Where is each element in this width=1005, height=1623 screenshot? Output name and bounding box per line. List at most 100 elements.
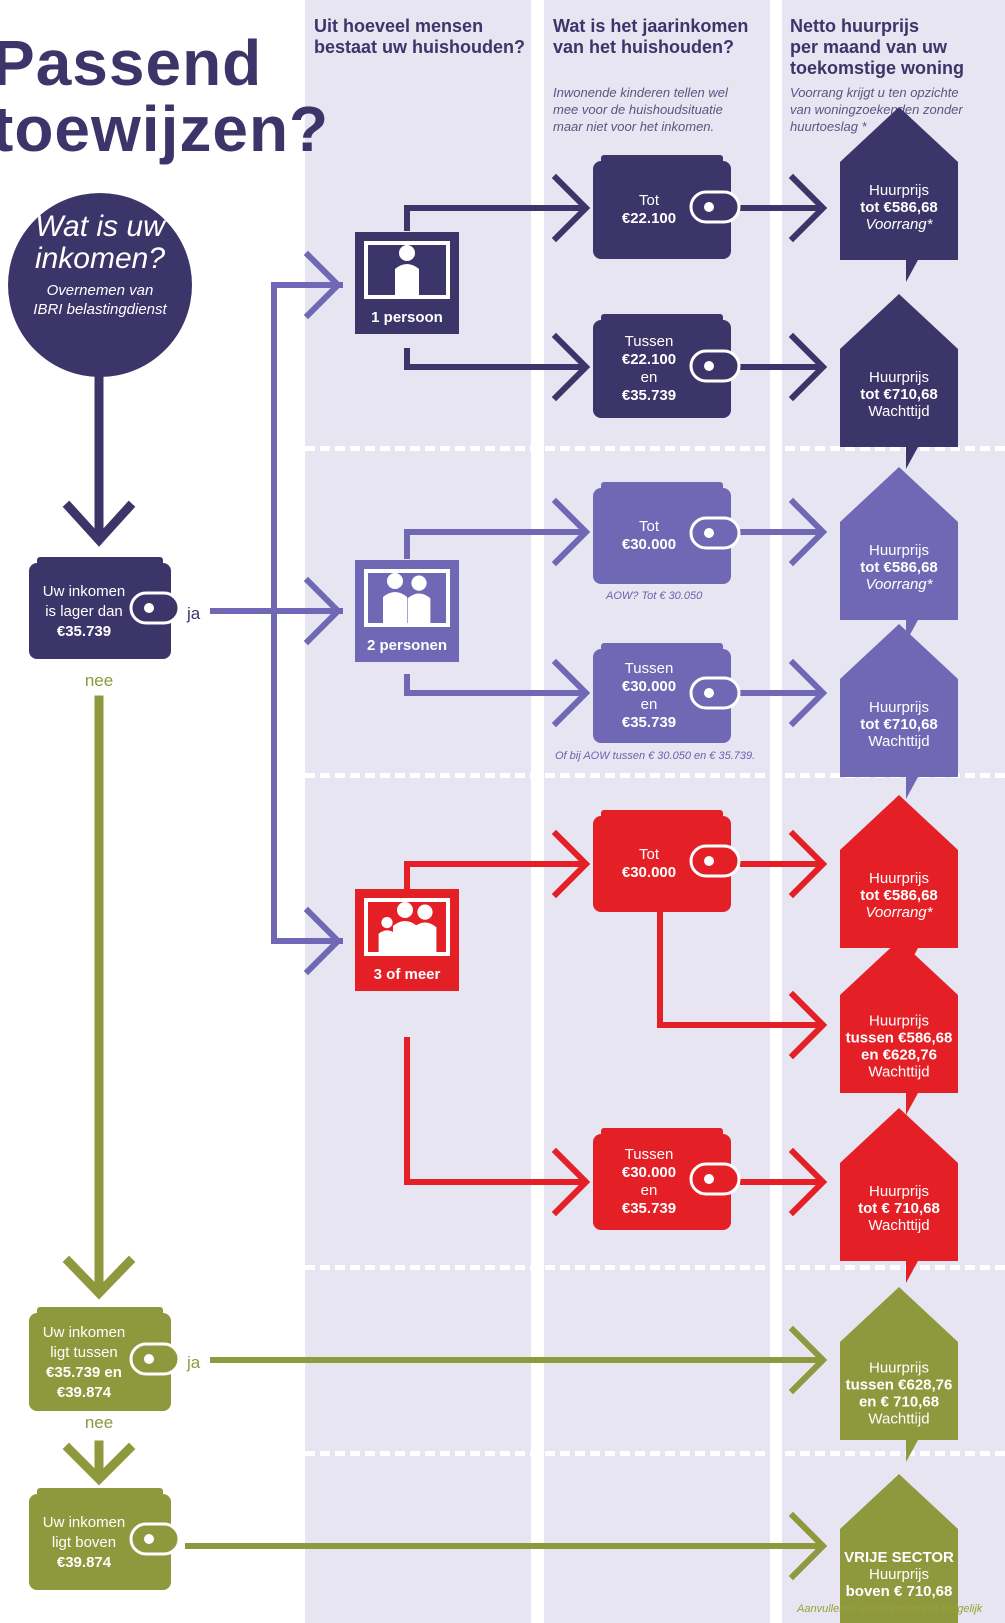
rent-column-note: Voorrang krijgt u ten opzichte van wonin… (790, 84, 963, 135)
section-divider (305, 1451, 1005, 1456)
income-column-note: Inwonende kinderen tellen wel mee voor d… (553, 84, 728, 135)
start-subtitle: Overnemen van IBRI belastingdienst (8, 281, 192, 319)
wallet-clasp (689, 516, 741, 550)
yes-label: ja (186, 604, 201, 623)
shape-text-line: boven € 710,68 (846, 1583, 953, 1600)
wallet-body (593, 816, 731, 912)
shape-text-line: Huurprijs (869, 369, 929, 386)
shape-text-line: €30.000 (622, 1164, 676, 1181)
income-wallet: Tot€30.000 (593, 482, 741, 584)
section-divider (305, 446, 1005, 451)
wallet-top (601, 810, 723, 820)
shape-text-line: Huurprijs (869, 699, 929, 716)
house-shape (840, 1287, 958, 1462)
shape-text-line: Wachttijd (868, 1217, 929, 1234)
heading-line: bestaat uw huishouden? (314, 37, 526, 57)
shape-text-line: Wachttijd (868, 1064, 929, 1081)
rent-column-heading: Netto huurprijs per maand van uw toekoms… (790, 16, 964, 79)
single-person-icon (395, 245, 419, 295)
shape-text-line: Tot (639, 846, 660, 863)
couple-icon (383, 573, 431, 623)
section-divider (305, 1265, 1005, 1270)
family-icon (378, 902, 437, 952)
wallet-body (29, 1313, 171, 1411)
house-shape (840, 294, 958, 469)
shape-text-line: Wachttijd (868, 403, 929, 420)
wallet-clasp (689, 844, 741, 878)
shape-text-line: €30.000 (622, 864, 676, 881)
wallet-top (37, 557, 163, 567)
wallet-clasp (689, 349, 741, 383)
shape-text-line: tussen €586,68 (846, 1030, 953, 1047)
wallet-body (593, 1134, 731, 1230)
shape-text-line: Tot (639, 192, 660, 209)
shape-text-line: Voorrang* (866, 216, 934, 233)
shape-text-line: tot €586,68 (860, 887, 938, 904)
no-label: nee (85, 1413, 113, 1432)
household-box: 1 persoon (355, 232, 459, 334)
wallet-clasp (129, 591, 181, 625)
shape-text-line: Uw inkomen (43, 1324, 126, 1341)
shape-text-line: ligt tussen (50, 1344, 118, 1361)
wallet-clasp (689, 1162, 741, 1196)
no-label: nee (85, 671, 113, 690)
wallet-button (704, 856, 714, 866)
heading-line: toekomstige woning (790, 58, 965, 78)
shape-text-line: €35.739 en (46, 1364, 122, 1381)
shape-text-line: Uw inkomen (43, 583, 126, 600)
page-title-line-1: Passend (0, 27, 263, 99)
household-label: 2 personen (367, 637, 447, 654)
shape-text-line: €35.739 (622, 714, 676, 731)
wallet-top (601, 643, 723, 653)
shape-text-line: Huurprijs (869, 1013, 929, 1030)
note-line: huurtoeslag * (790, 119, 867, 134)
wallet-top (37, 1307, 163, 1317)
wallet-button (704, 361, 714, 371)
income-wallet: Tot€30.000 (593, 810, 741, 912)
shape-text-line: tot €586,68 (860, 199, 938, 216)
shape-text-line: en € 710,68 (859, 1394, 939, 1411)
wallet-clasp (129, 1522, 181, 1556)
house-shape (840, 795, 958, 970)
shape-text-line: Tussen (625, 1146, 674, 1163)
shape-text-line: tot €710,68 (860, 386, 938, 403)
note-line: maar niet voor het inkomen. (553, 119, 715, 134)
start-question: Wat is uw inkomen? (8, 211, 192, 275)
shape-text-line: ligt boven (52, 1534, 116, 1551)
shape-text-line: Uw inkomen (43, 1514, 126, 1531)
wallet-button (144, 1354, 154, 1364)
shape-text-line: €35.739 (622, 1200, 676, 1217)
shape-text-line: VRIJE SECTOR (844, 1549, 954, 1566)
heading-line: Netto huurprijs (790, 16, 919, 36)
note-line: mee voor de huishoudsituatie (553, 102, 723, 117)
wallet-body (29, 563, 171, 659)
aow-range-note: Of bij AOW tussen € 30.050 en € 35.739. (555, 750, 756, 762)
wallet-button (144, 1534, 154, 1544)
shape-text-line: Huurprijs (869, 1183, 929, 1200)
heading-line: van het huishouden? (553, 37, 735, 57)
wallet-body (593, 649, 731, 743)
note-line: Voorrang krijgt u ten opzichte (790, 85, 959, 100)
house-shape (840, 624, 958, 799)
income-wallet: Tot€22.100 (593, 155, 741, 259)
household-column-heading: Uit hoeveel mensen bestaat uw huishouden… (314, 16, 525, 58)
shape-text-line: Huurprijs (869, 182, 929, 199)
shape-text-line: Tussen (625, 333, 674, 350)
house-shape (840, 107, 958, 282)
wallet-top (601, 482, 723, 492)
start-subtitle-line: IBRI belastingdienst (33, 301, 167, 318)
note-line: Inwonende kinderen tellen wel (553, 85, 728, 100)
shape-text-line: en (641, 369, 658, 386)
income-column-heading: Wat is het jaarinkomen van het huishoude… (553, 16, 748, 58)
